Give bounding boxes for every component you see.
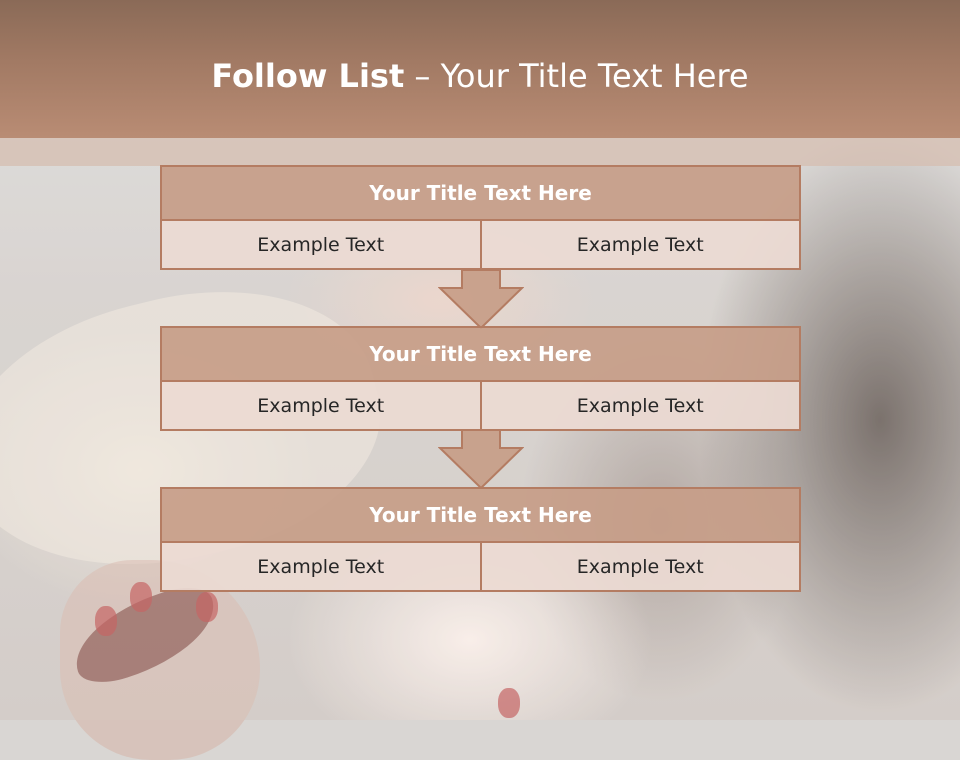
fingernail — [95, 606, 117, 636]
flow-cell-right[interactable]: Example Text — [481, 382, 801, 431]
flow-cell-left[interactable]: Example Text — [160, 543, 482, 592]
flow-block-row: Example Text Example Text — [160, 221, 801, 270]
flow-block-2[interactable]: Your Title Text Here Example Text Exampl… — [160, 326, 801, 431]
flow-block-3[interactable]: Your Title Text Here Example Text Exampl… — [160, 487, 801, 592]
flow-cell-left[interactable]: Example Text — [160, 382, 482, 431]
title-bar-strip — [0, 138, 960, 166]
slide-title[interactable]: Follow List – Your Title Text Here — [0, 56, 960, 96]
flow-block-title[interactable]: Your Title Text Here — [160, 487, 801, 543]
flow-block-row: Example Text Example Text — [160, 382, 801, 431]
fingernail — [196, 592, 218, 622]
down-arrow-icon — [438, 270, 524, 330]
flow-cell-right[interactable]: Example Text — [481, 543, 801, 592]
flow-block-title[interactable]: Your Title Text Here — [160, 165, 801, 221]
flow-block-title[interactable]: Your Title Text Here — [160, 326, 801, 382]
title-bar — [0, 0, 960, 138]
fingernail — [498, 688, 520, 718]
slide-title-rest: – Your Title Text Here — [404, 57, 749, 95]
flow-cell-left[interactable]: Example Text — [160, 221, 482, 270]
flow-block-1[interactable]: Your Title Text Here Example Text Exampl… — [160, 165, 801, 270]
flow-cell-right[interactable]: Example Text — [481, 221, 801, 270]
down-arrow-icon — [438, 430, 524, 490]
flow-block-row: Example Text Example Text — [160, 543, 801, 592]
slide-title-bold: Follow List — [211, 57, 405, 95]
fingernail — [130, 582, 152, 612]
